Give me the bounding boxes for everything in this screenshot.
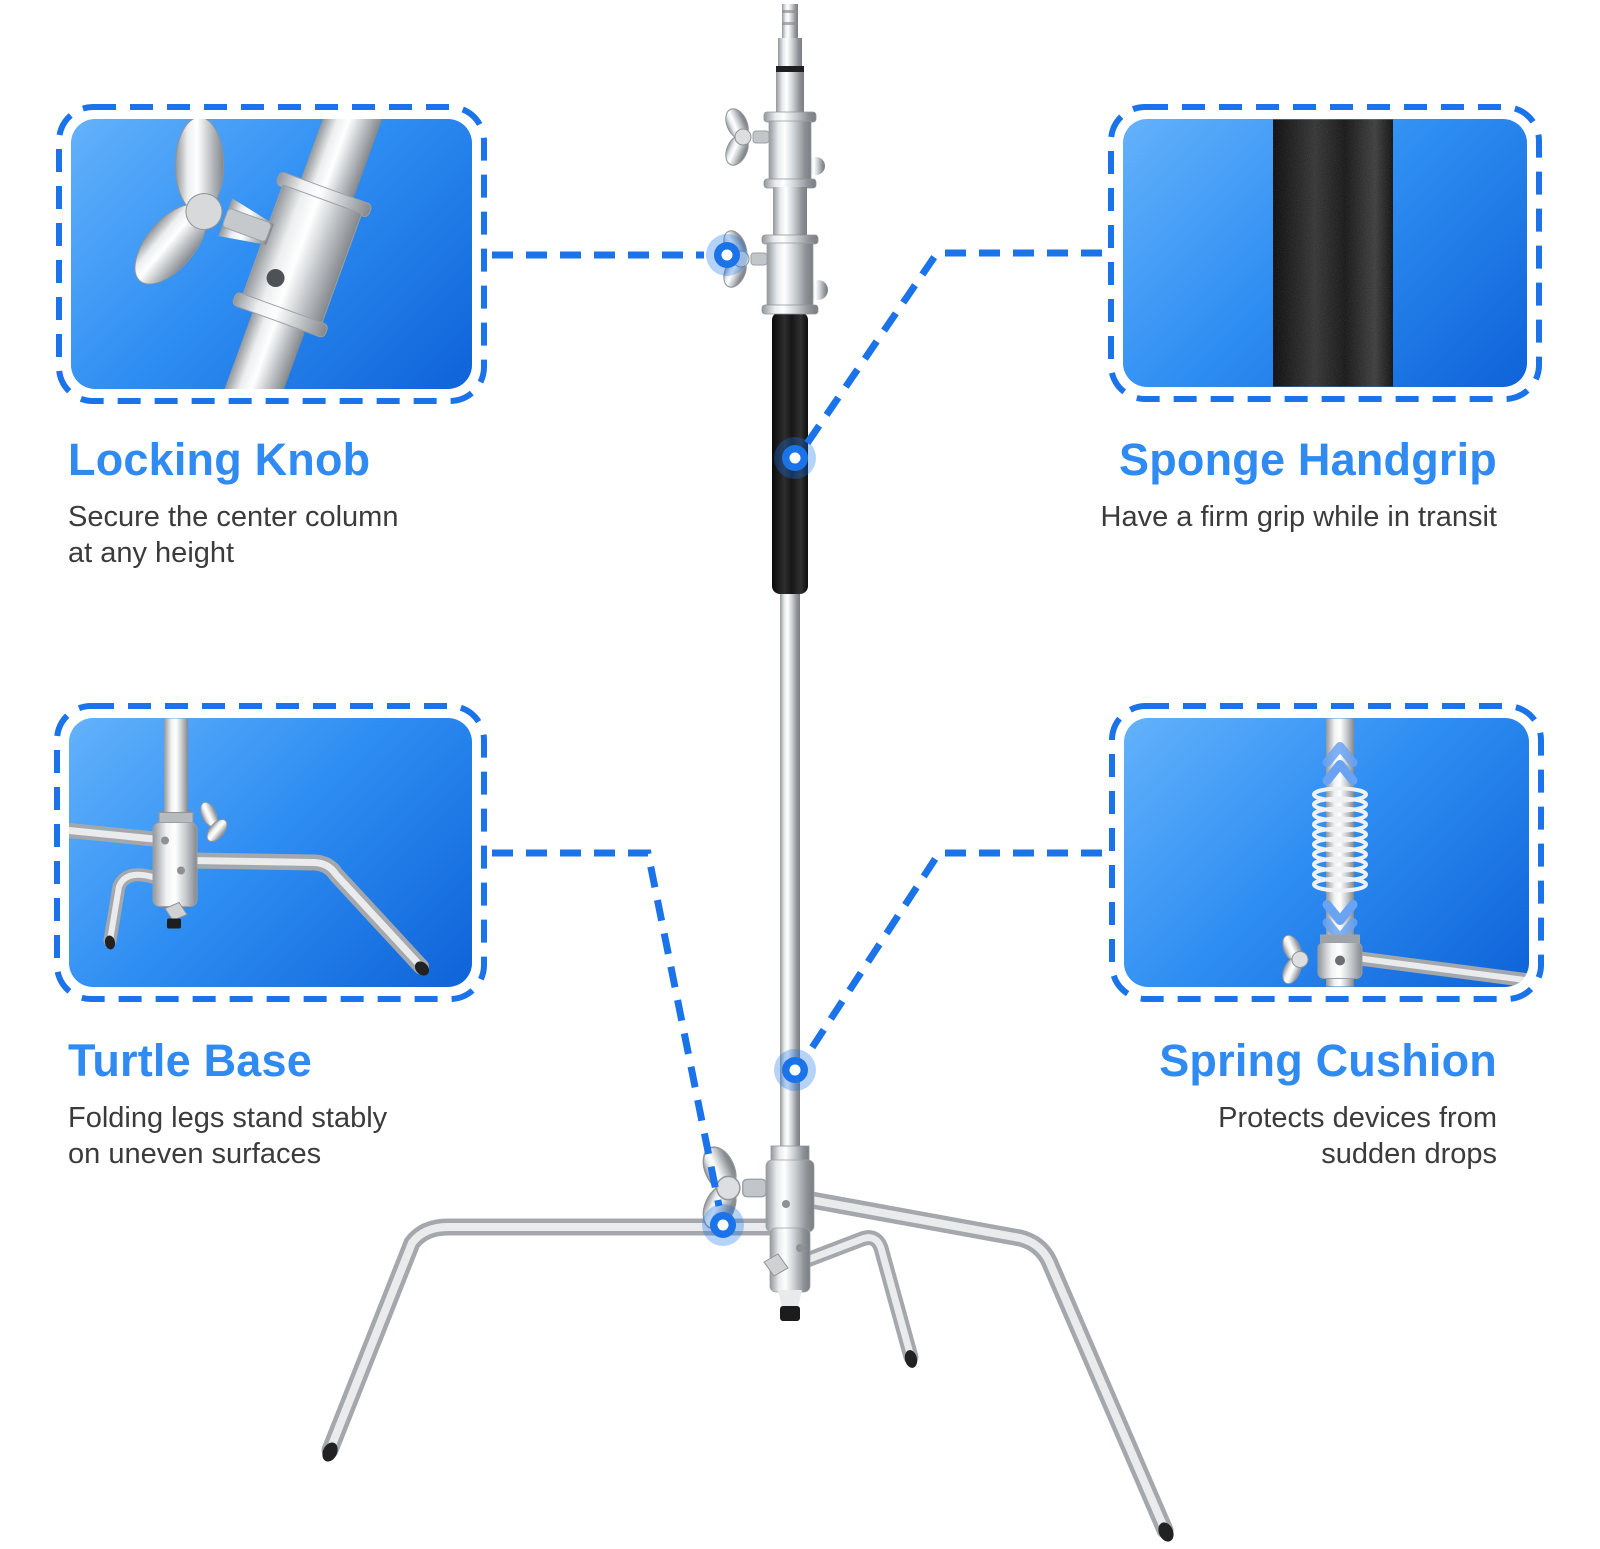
dashed-frame xyxy=(54,703,487,1002)
dashed-frame xyxy=(56,104,487,404)
sponge-handgrip-closeup-photo xyxy=(1123,119,1527,387)
dashed-frame xyxy=(1108,104,1542,402)
turtle-base-description: Folding legs stand stably on uneven surf… xyxy=(68,1102,388,1170)
stand-top-column xyxy=(718,4,828,315)
stand-legs xyxy=(321,1190,1174,1542)
callout-box-turtle-base xyxy=(53,702,488,1003)
connector-turtle-base xyxy=(492,849,723,1207)
caption-locking-knob: Locking Knob Secure the center column at… xyxy=(68,434,498,571)
stand-base-hub xyxy=(696,1141,815,1321)
spring-cushion-dot-icon xyxy=(774,1049,816,1091)
sponge-handgrip-description: Have a firm grip while in transit xyxy=(1100,501,1497,533)
turtle-base-title: Turtle Base xyxy=(68,1035,312,1086)
connector-spring-cushion xyxy=(803,849,1102,1059)
spring-cushion-closeup-photo xyxy=(1124,718,1529,987)
caption-sponge-handgrip: Sponge Handgrip Have a firm grip while i… xyxy=(1020,434,1497,535)
caption-spring-cushion: Spring Cushion Protects devices from sud… xyxy=(1020,1035,1497,1172)
stand-riser-pole xyxy=(780,592,800,1162)
dashed-frame xyxy=(1109,703,1544,1002)
locking-knob-title: Locking Knob xyxy=(68,434,371,485)
callout-box-sponge-handgrip xyxy=(1107,103,1543,403)
sponge-handgrip-title: Sponge Handgrip xyxy=(1119,434,1497,485)
spring-cushion-description: Protects devices from sudden drops xyxy=(1218,1102,1497,1170)
spring-cushion-title: Spring Cushion xyxy=(1159,1035,1497,1086)
locking-knob-closeup-photo xyxy=(71,119,472,389)
marker-dots xyxy=(702,234,816,1246)
turtle-base-closeup-photo xyxy=(69,718,472,987)
caption-turtle-base: Turtle Base Folding legs stand stably on… xyxy=(68,1035,498,1172)
turtle-base-dot-icon xyxy=(702,1204,744,1246)
sponge-handgrip-dot-icon xyxy=(774,437,816,479)
locking-knob-dot-icon xyxy=(706,234,748,276)
callout-box-spring-cushion xyxy=(1108,702,1545,1003)
callout-box-locking-knob xyxy=(55,103,488,405)
connector-sponge-handgrip xyxy=(803,249,1102,447)
locking-knob-description: Secure the center column at any height xyxy=(68,501,399,569)
